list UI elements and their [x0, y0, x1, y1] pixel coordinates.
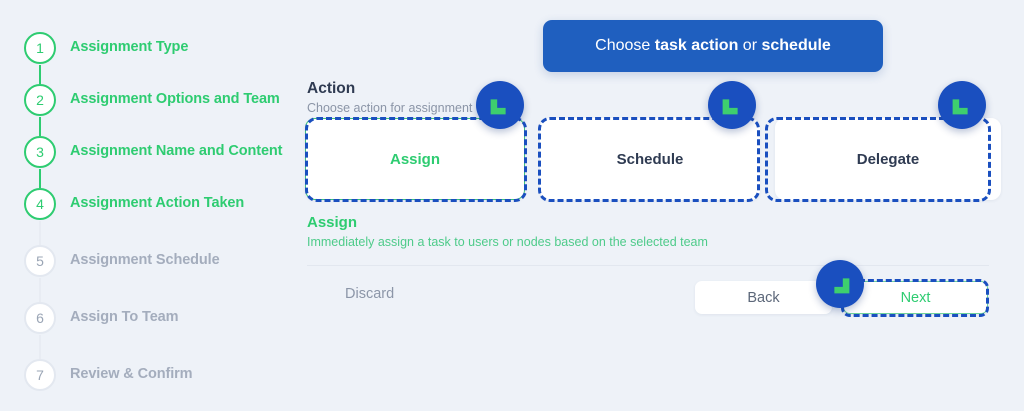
step-label: Assignment Schedule	[70, 252, 220, 268]
step-label: Assignment Name and Content	[70, 143, 283, 159]
discard-button[interactable]: Discard	[345, 286, 395, 302]
sidebar-step-2[interactable]: 2 Assignment Options and Team	[24, 84, 290, 117]
footer-divider	[307, 265, 989, 266]
cursor-arrow-down-left-icon	[708, 81, 756, 129]
sidebar-step-6[interactable]: 6 Assign To Team	[24, 302, 290, 335]
step-label: Assignment Options and Team	[70, 91, 280, 107]
cursor-arrow-down-right-icon	[816, 260, 864, 308]
sidebar-step-1[interactable]: 1 Assignment Type	[24, 32, 290, 65]
step-number-badge: 4	[24, 188, 56, 220]
tooltip-text: Choose task action or schedule	[595, 37, 831, 54]
action-card-label: Delegate	[856, 150, 920, 168]
step-number-badge: 2	[24, 84, 56, 116]
step-number-badge: 5	[24, 245, 56, 277]
sidebar-step-5[interactable]: 5 Assignment Schedule	[24, 245, 290, 278]
sidebar-step-4[interactable]: 4 Assignment Action Taken	[24, 188, 290, 221]
action-card-label: Assign	[389, 150, 440, 168]
back-button[interactable]: Back	[695, 281, 832, 314]
step-number-badge: 1	[24, 32, 56, 64]
step-label: Assign To Team	[70, 309, 179, 325]
cursor-arrow-down-left-icon	[476, 81, 524, 129]
step-number-badge: 7	[24, 359, 56, 391]
sidebar-step-7[interactable]: 7 Review & Confirm	[24, 359, 290, 392]
step-label: Assignment Action Taken	[70, 195, 245, 211]
section-subtitle: Choose action for assignment	[307, 101, 473, 115]
step-connector-2-3	[39, 117, 41, 136]
step-number-badge: 3	[24, 136, 56, 168]
instruction-tooltip: Choose task action or schedule	[543, 20, 883, 72]
selected-action-description: Immediately assign a task to users or no…	[307, 235, 708, 249]
step-connector-5-6	[39, 278, 41, 302]
action-option-group: Assign Schedule Delegate	[305, 118, 1001, 200]
action-card-label: Schedule	[616, 150, 684, 168]
selected-action-title: Assign	[307, 214, 358, 231]
step-label: Review & Confirm	[70, 366, 193, 382]
step-number-badge: 6	[24, 302, 56, 334]
step-label: Assignment Type	[70, 39, 189, 55]
step-connector-4-5	[39, 221, 41, 245]
section-title: Action	[307, 80, 356, 97]
wizard-stepper: 1 Assignment Type 2 Assignment Options a…	[24, 32, 290, 392]
action-card-schedule[interactable]: Schedule	[540, 118, 760, 200]
cursor-arrow-down-left-icon	[938, 81, 986, 129]
action-card-delegate[interactable]: Delegate	[775, 118, 1001, 200]
action-card-assign[interactable]: Assign	[305, 118, 525, 200]
step-connector-1-2	[39, 65, 41, 84]
step-connector-3-4	[39, 169, 41, 188]
sidebar-step-3[interactable]: 3 Assignment Name and Content	[24, 136, 290, 169]
step-connector-6-7	[39, 335, 41, 359]
next-button[interactable]: Next	[843, 281, 988, 314]
